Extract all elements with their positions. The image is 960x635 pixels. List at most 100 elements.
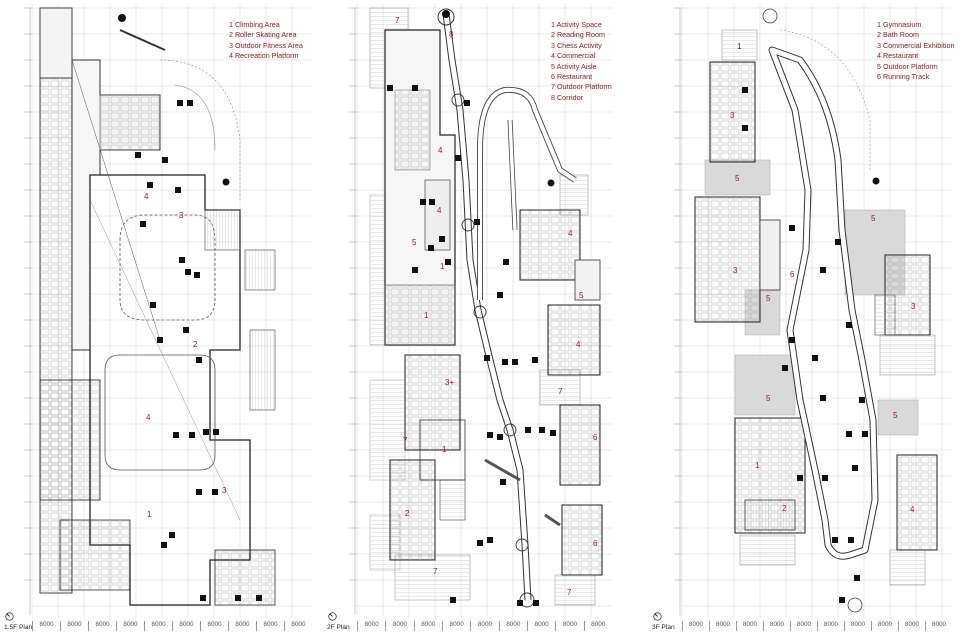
dimension-label: 8000: [284, 621, 312, 631]
column-square: [196, 489, 202, 495]
column-square: [412, 267, 418, 273]
column-square: [387, 85, 393, 91]
column-square: [194, 272, 200, 278]
plan-title-3f: 3F Plan: [652, 624, 675, 631]
room-number-label: 7: [558, 387, 563, 396]
room-number-label: 3: [730, 111, 735, 120]
legend-item: 3 Commercial Exhibition: [877, 40, 955, 50]
column-square: [161, 542, 167, 548]
column-square: [439, 236, 445, 242]
room-number-label: 7: [433, 567, 438, 576]
column-square: [455, 155, 461, 161]
column-square: [420, 199, 426, 205]
column-square: [782, 365, 788, 371]
column-square: [797, 475, 803, 481]
room-number-label: 5: [766, 294, 771, 303]
column-square: [497, 292, 503, 298]
legend-3f: 1 Gymnasium 2 Bath Room 3 Commercial Exh…: [877, 20, 955, 82]
dimension-label: 8000: [583, 621, 612, 631]
column-square: [517, 600, 523, 606]
column-square: [213, 429, 219, 435]
legend-item: 1 Gymnasium: [877, 20, 922, 29]
column-square: [497, 434, 503, 440]
north-arrow-icon: [653, 612, 662, 621]
room-number-label: 5: [871, 214, 876, 223]
column-square: [187, 100, 193, 106]
vertical-dimension-marks: [24, 7, 682, 615]
dimension-label: 8000: [555, 621, 583, 631]
column-node: [118, 14, 126, 22]
column-square: [812, 355, 818, 361]
room-number-label: 4: [568, 229, 573, 238]
legend-item: 3 Chess Activity: [551, 40, 602, 50]
column-square: [550, 430, 556, 436]
column-square: [135, 152, 141, 158]
room-number-label: 4: [438, 146, 443, 155]
legend-item: 2 Bath Room: [877, 30, 919, 40]
legend-item: 4 Recreation Platform: [229, 51, 299, 61]
dimension-label: 8000: [526, 621, 555, 631]
column-square: [487, 432, 493, 438]
room-number-label: 8: [449, 30, 454, 39]
dimension-label: 8000: [200, 621, 228, 631]
column-square: [173, 432, 179, 438]
column-square: [539, 427, 545, 433]
room-number-label: 4: [437, 206, 442, 215]
legend-item: 1 Activity Space: [551, 20, 602, 29]
columns-1-5f: [135, 100, 262, 601]
column-square: [429, 199, 435, 205]
column-square: [532, 357, 538, 363]
room-number-label: 7: [567, 588, 572, 597]
column-square: [428, 245, 434, 251]
dimension-label: 8000: [116, 621, 144, 631]
room-number-label: 5: [766, 394, 771, 403]
dimension-label: 8000: [144, 621, 172, 631]
column-square: [742, 125, 748, 131]
column-square: [474, 219, 480, 225]
column-square: [848, 537, 854, 543]
column-square: [162, 157, 168, 163]
column-square: [859, 397, 865, 403]
column-square: [203, 429, 209, 435]
column-square: [256, 595, 262, 601]
legend-1-5f: 1 Climbing Area 2 Roller Skating Area 3 …: [229, 20, 303, 62]
column-square: [525, 427, 531, 433]
dimension-label: 8000: [228, 621, 256, 631]
dimension-label: 8000: [925, 621, 952, 631]
legend-item: 3 Outdoor Fitness Area: [229, 40, 303, 50]
legend-2f: 1 Activity Space 2 Reading Room 3 Chess …: [551, 20, 612, 103]
column-square: [789, 337, 795, 343]
legend-item: 4 Commercial: [551, 51, 596, 61]
column-square: [854, 575, 860, 581]
dimension-label: 8000: [60, 621, 88, 631]
room-number-label: 4: [910, 505, 915, 514]
room-number-label: 4: [146, 413, 151, 422]
column-square: [502, 359, 508, 365]
column-square: [820, 267, 826, 273]
column-square: [820, 395, 826, 401]
column-square: [179, 257, 185, 263]
column-square: [852, 465, 858, 471]
column-square: [862, 431, 868, 437]
dimension-label: 8000: [88, 621, 116, 631]
column-square: [846, 322, 852, 328]
dimension-label: 8000: [32, 621, 60, 631]
room-number-label: 7: [403, 436, 408, 445]
room-number-label: 2: [193, 340, 198, 349]
dimension-label: 8000: [498, 621, 527, 631]
room-number-label: 3+: [445, 378, 454, 387]
room-number-label: 3: [911, 302, 916, 311]
room-number-label: 5: [579, 291, 584, 300]
column-square: [742, 87, 748, 93]
room-number-label: 1: [147, 510, 152, 519]
room-number-label: 5: [412, 238, 417, 247]
dimension-label: 8000: [709, 621, 736, 631]
column-square: [169, 532, 175, 538]
column-square: [500, 479, 506, 485]
room-number-label: 2: [405, 509, 410, 518]
